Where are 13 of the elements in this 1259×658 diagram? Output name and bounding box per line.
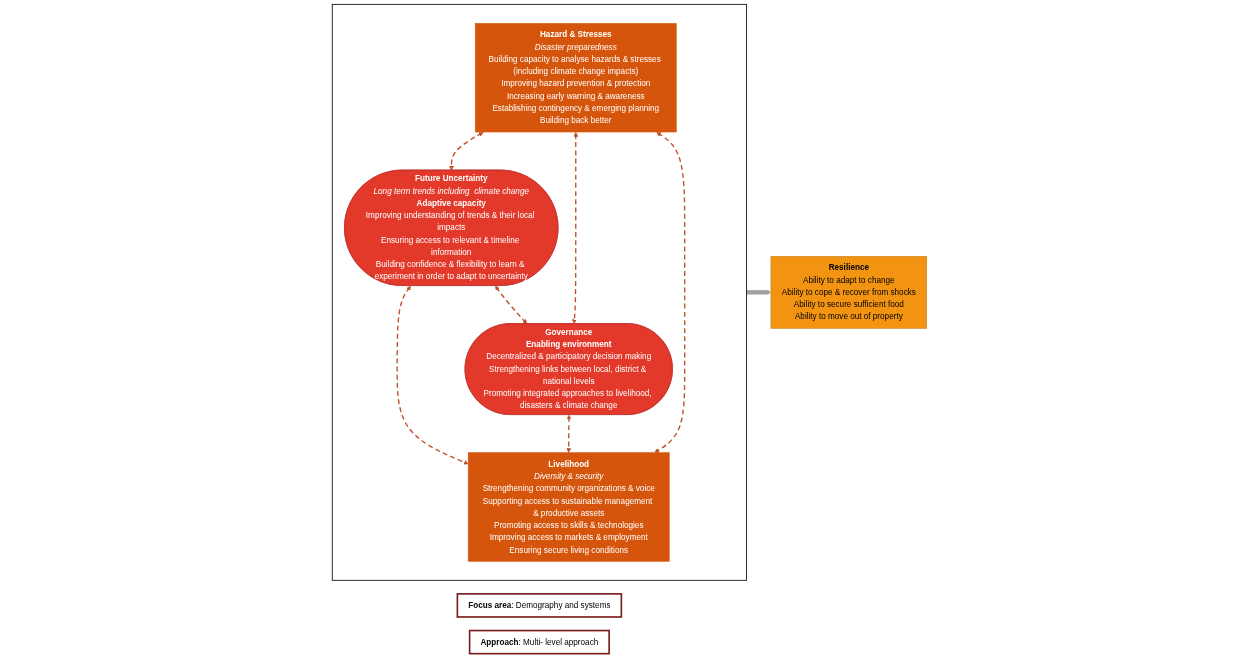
arrow (654, 131, 686, 453)
node-box: Livelihood Diversity & security Strengthening community organizations & voice Supporting access to sustainable management & productive assets Promoting access to skills & technologies Improving access to markets & employment Ensuring secure living conditions (467, 452, 670, 562)
node-box: Hazard & Stresses Disaster preparedness Building capacity to analyse hazards & stresses (including climate change impacts) Improving hazard prevention & protection Increasing early warning & awareness Establishing contingency & emerging planning Building back better (474, 23, 677, 133)
node-box: Resilience Ability to adapt to change Ability to cope & recover from shocks Ability to secure sufficient food Ability to move out of property (770, 256, 927, 329)
node-box: Approach: Multi- level approach (468, 629, 610, 655)
node-box: Focus area: Demography and systems (456, 593, 623, 618)
arrow (495, 285, 528, 325)
arrow (396, 285, 469, 465)
arrow (566, 414, 572, 453)
arrow (572, 132, 579, 325)
arrow (449, 131, 484, 171)
arrow (746, 289, 772, 295)
cluster (331, 3, 747, 581)
